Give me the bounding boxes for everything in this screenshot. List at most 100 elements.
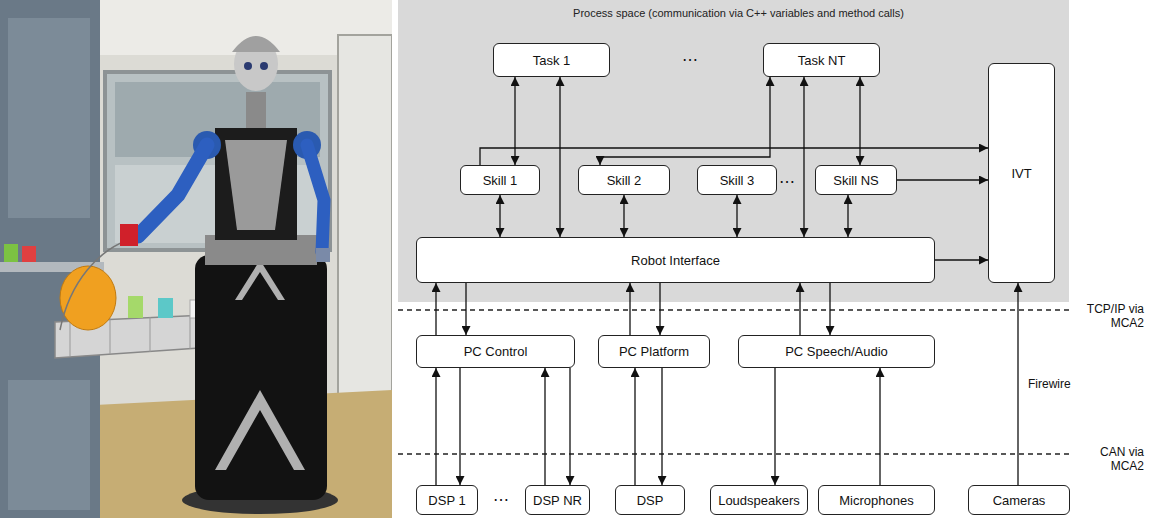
device-box: Microphones [818, 485, 935, 515]
robot-figure [244, 62, 252, 70]
process-space-band: Process space (communication via C++ var… [398, 0, 1069, 302]
pc-box: PC Platform [598, 335, 710, 368]
box-label: DSP [637, 493, 664, 508]
connector-arrow [935, 259, 988, 260]
region-heading: Process space (communication via C++ var… [573, 7, 904, 19]
connector-arrow [435, 368, 436, 485]
robot-figure [307, 145, 324, 252]
box-label: Task 1 [533, 53, 571, 68]
dsp-box: DSP 1 [416, 485, 478, 515]
connector-arrow [1017, 283, 1018, 485]
vision-box: IVT [988, 63, 1055, 283]
robot-figure [232, 36, 280, 52]
kitchen-background [8, 18, 90, 218]
ellipsis-mark: ⋯ [493, 490, 509, 509]
box-label: PC Speech/Audio [785, 344, 888, 359]
connector-arrow [847, 195, 848, 237]
kitchen-background [22, 246, 36, 262]
kitchen-background [8, 380, 90, 510]
connector-arrow [459, 368, 460, 485]
connector-arrow [514, 77, 515, 165]
connector-arrow [623, 195, 624, 237]
pc-box: PC Speech/Audio [738, 335, 935, 368]
can-boundary [398, 453, 1070, 455]
connector-arrow [659, 283, 660, 335]
connector-arrow [559, 77, 560, 237]
connector-arrow [736, 195, 737, 237]
robot-figure [195, 255, 327, 500]
connector-arrow [544, 368, 545, 485]
robot-figure [225, 140, 287, 230]
dishwasher-rack [70, 320, 71, 356]
device-box: Loudspeakers [710, 485, 808, 515]
task-box: Task NT [763, 43, 880, 77]
box-label: Skill 3 [720, 173, 755, 188]
bus-label: CAN via MCA2 [1086, 445, 1144, 474]
box-label: Loudspeakers [718, 493, 800, 508]
connector-arrow [629, 283, 630, 335]
robot-figure [120, 36, 338, 514]
connector-arrow [799, 283, 800, 335]
box-label: DSP NR [533, 493, 582, 508]
dsp-box: DSP NR [525, 485, 590, 515]
kitchen-background [0, 0, 392, 518]
dishwasher-rack [60, 266, 116, 330]
ellipsis-mark: ⋯ [779, 172, 795, 191]
kitchen-background [0, 0, 392, 518]
connector-arrow [634, 368, 635, 485]
dsp-box: DSP [615, 485, 685, 515]
connector-label: Firewire [1026, 377, 1073, 391]
connector-arrow [435, 283, 436, 335]
box-label: Skill 2 [607, 173, 642, 188]
dishwasher-rack [60, 240, 128, 330]
robot-figure [138, 145, 207, 236]
robot-figure [316, 248, 330, 262]
connector-arrow [465, 283, 466, 335]
box-label: IVT [1011, 166, 1031, 181]
robot-figure [260, 62, 268, 70]
connector-arrow [859, 77, 860, 165]
connector-arrow [829, 283, 830, 335]
connector-arrow [803, 77, 804, 237]
skill-box: Skill 1 [460, 165, 540, 195]
box-label: Skill 1 [483, 173, 518, 188]
connector-arrow [499, 195, 500, 237]
dishwasher-rack [158, 298, 173, 318]
dishwasher-rack [128, 296, 143, 318]
kitchen-background [4, 244, 18, 262]
bus-label: TCP/IP via MCA2 [1086, 302, 1144, 331]
kitchen-background [338, 35, 392, 420]
box-label: Cameras [993, 493, 1046, 508]
box-label: Task NT [798, 53, 846, 68]
robot-figure [235, 260, 285, 300]
kitchen-background [0, 0, 100, 518]
pc-box: PC Control [416, 335, 575, 368]
tcpip-boundary [398, 309, 1070, 311]
box-label: Skill NS [833, 173, 879, 188]
dishwasher-rack [190, 316, 191, 349]
interface-box: Robot Interface [416, 237, 935, 283]
dishwasher-rack [150, 317, 151, 352]
device-box: Cameras [968, 485, 1070, 515]
box-label: PC Platform [619, 344, 689, 359]
connector-arrow [774, 368, 775, 485]
skill-box: Skill 3 [697, 165, 777, 195]
skill-box: Skill NS [815, 165, 897, 195]
box-label: Microphones [839, 493, 913, 508]
connector-arrow [897, 179, 988, 180]
robot-figure [120, 224, 138, 246]
connector-arrow [569, 368, 570, 485]
dishwasher-rack [110, 318, 111, 354]
kitchen-background [105, 72, 330, 250]
box-label: DSP 1 [428, 493, 465, 508]
box-label: Robot Interface [631, 253, 720, 268]
connector-arrow [879, 368, 880, 485]
ellipsis-mark: ⋯ [682, 50, 698, 69]
box-label: PC Control [464, 344, 528, 359]
task-box: Task 1 [493, 43, 610, 77]
robot-figure [215, 390, 305, 470]
robot-kitchen-photo [0, 0, 392, 518]
robot-figure [215, 128, 297, 240]
connector-arrow [661, 368, 662, 485]
